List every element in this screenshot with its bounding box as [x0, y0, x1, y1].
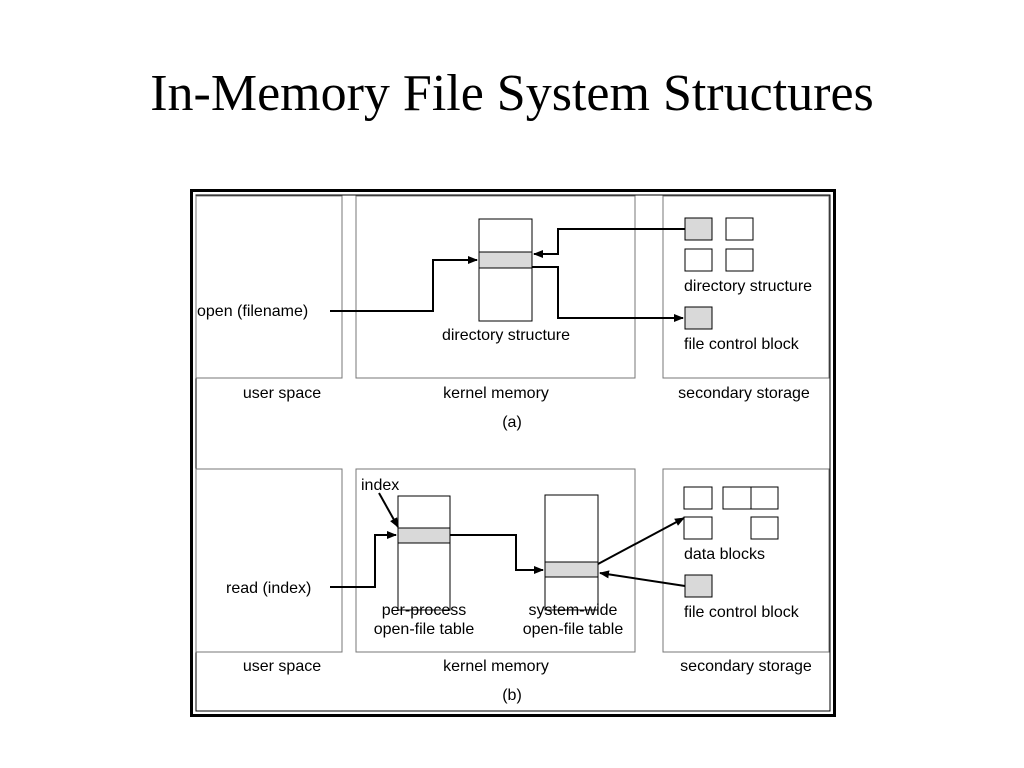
a-file-control-block — [684, 306, 713, 330]
b-user-space-region — [195, 468, 343, 653]
diagram-svg: open (filename) directory structure dire… — [190, 189, 836, 717]
b-per-process-to-system-arrow — [450, 534, 544, 574]
b-data-block — [750, 486, 779, 510]
b-per-process-entry — [397, 527, 451, 544]
a-kernel-memory-region — [355, 195, 636, 379]
a-kernel-directory-label: directory structure — [442, 327, 570, 344]
a-storage-directory-block — [725, 248, 754, 272]
inner-frame — [195, 194, 831, 712]
b-data-block — [683, 486, 713, 510]
b-system-wide-label-line2: open-file table — [523, 621, 624, 638]
b-data-block — [683, 516, 713, 540]
diagram-figure: open (filename) directory structure dire… — [190, 189, 836, 722]
b-index-label: index — [361, 477, 399, 494]
b-index-arrow — [378, 492, 399, 528]
a-directory-load-arrow — [533, 228, 685, 258]
b-per-process-label-line2: open-file table — [374, 621, 475, 638]
a-storage-directory-block — [725, 217, 754, 241]
slide-title: In-Memory File System Structures — [150, 65, 874, 122]
b-secondary-storage-region — [662, 468, 830, 653]
a-kernel-directory-table — [478, 218, 533, 322]
b-kernel-memory-region — [355, 468, 636, 653]
a-secondary-storage-region — [662, 195, 830, 379]
b-per-process-label-line1: per-process — [382, 602, 466, 619]
diagram-a: open (filename) directory structure dire… — [195, 195, 830, 431]
b-data-block — [750, 516, 779, 540]
a-open-arrow — [330, 256, 478, 312]
b-data-block — [722, 486, 752, 510]
a-kernel-directory-entry — [478, 251, 533, 269]
a-caption: (a) — [502, 414, 522, 431]
a-user-space-region — [195, 195, 343, 379]
b-per-process-table — [397, 495, 451, 611]
b-read-call-label: read (index) — [226, 580, 311, 597]
a-secondary-storage-label: secondary storage — [678, 385, 810, 402]
b-read-arrow — [330, 531, 397, 588]
b-system-wide-label-line1: system-wide — [529, 602, 618, 619]
a-file-control-block-label: file control block — [684, 336, 800, 353]
diagram-b: index read (index) per-process open-file… — [195, 468, 830, 704]
a-fcb-lookup-arrow — [532, 266, 684, 322]
b-system-wide-entry — [544, 561, 599, 578]
b-user-space-label: user space — [243, 658, 321, 675]
b-system-to-data-arrow — [597, 517, 685, 565]
b-secondary-storage-label: secondary storage — [680, 658, 812, 675]
a-user-space-label: user space — [243, 385, 321, 402]
b-data-blocks-label: data blocks — [684, 546, 765, 563]
a-storage-directory-block-highlight — [684, 217, 713, 241]
b-file-control-block-label: file control block — [684, 604, 800, 621]
b-kernel-memory-label: kernel memory — [443, 658, 549, 675]
a-storage-directory-block — [684, 248, 713, 272]
b-system-wide-table — [544, 494, 599, 611]
a-open-call-label: open (filename) — [197, 303, 308, 320]
a-storage-directory-label: directory structure — [684, 278, 812, 295]
b-caption: (b) — [502, 687, 522, 704]
b-fcb-to-system-arrow — [599, 570, 686, 587]
a-kernel-memory-label: kernel memory — [443, 385, 549, 402]
b-file-control-block — [684, 574, 713, 598]
